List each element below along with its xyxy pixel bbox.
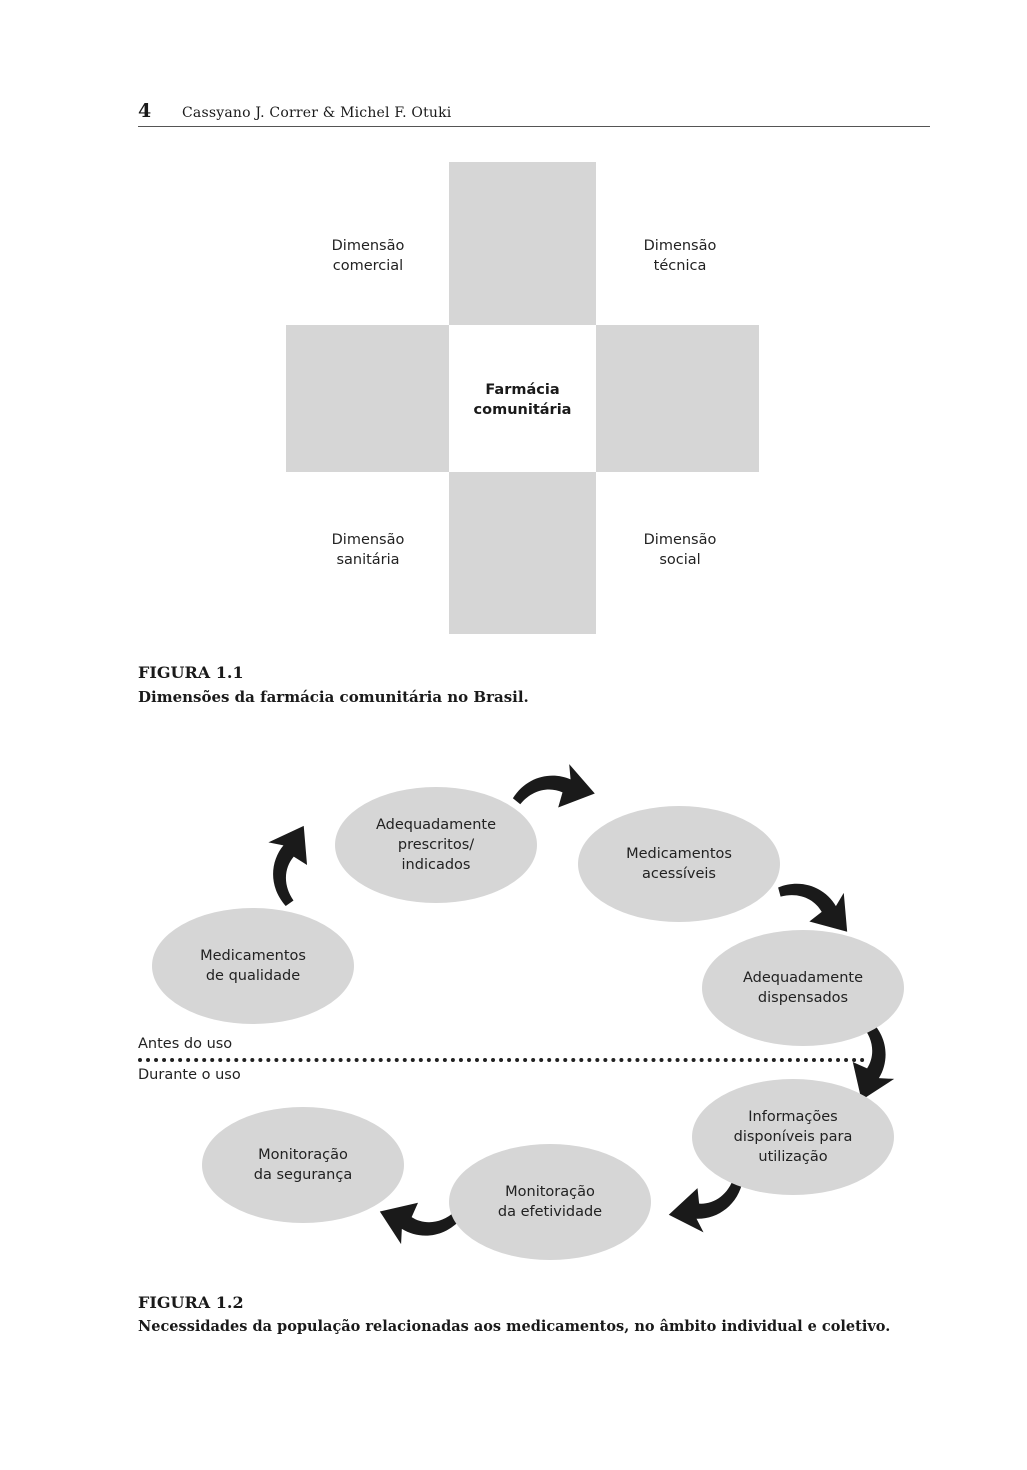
node-dispensed: Adequadamente dispensados <box>702 930 904 1046</box>
node-information: Informações disponíveis para utilização <box>692 1079 894 1195</box>
page-number: 4 <box>138 100 152 122</box>
node-effectiveness: Monitoração da efetividade <box>449 1144 651 1260</box>
dimension-sanitary-line1: Dimensão <box>331 532 405 548</box>
node-quality-line1: Medicamentos <box>200 948 306 964</box>
community-pharmacy-label: Farmácia comunitária <box>449 380 596 420</box>
before-use-label: Antes do uso <box>138 1036 233 1052</box>
figure-2-title: FIGURA 1.2 <box>138 1293 244 1312</box>
cross-left-block <box>286 325 449 472</box>
arrow-quality-to-prescribed <box>251 817 319 909</box>
cross-top-block <box>449 162 596 325</box>
node-safety-line2: da segurança <box>253 1167 353 1183</box>
during-use-label: Durante o uso <box>138 1067 241 1083</box>
dimension-sanitary-line2: sanitária <box>336 552 400 568</box>
dimension-commercial-line2: comercial <box>332 258 404 274</box>
node-accessible-line2: acessíveis <box>641 866 716 882</box>
figure-1-caption: Dimensões da farmácia comunitária no Bra… <box>138 688 529 706</box>
dimension-technical-line2: técnica <box>653 258 707 274</box>
node-prescribed: Adequadamente prescritos/indicados <box>335 787 537 903</box>
node-quality-line2: de qualidade <box>205 968 301 984</box>
dimension-commercial-label: Dimensão comercial <box>288 236 448 276</box>
dimension-social-label: Dimensão social <box>600 530 760 570</box>
node-prescribed-line2: prescritos/ <box>397 837 475 853</box>
node-dispensed-line2: dispensados <box>757 990 849 1006</box>
node-information-line1: Informações <box>748 1109 838 1125</box>
running-head: Cassyano J. Correr & Michel F. Otuki <box>182 105 452 121</box>
node-accessible: Medicamentos acessíveis <box>578 806 780 922</box>
dimension-sanitary-label: Dimensão sanitária <box>288 530 448 570</box>
node-dispensed-line1: Adequadamente <box>742 970 863 986</box>
arrow-prescribed-to-accessible <box>512 762 596 809</box>
figure-1-title: FIGURA 1.1 <box>138 663 244 682</box>
dimension-social-line2: social <box>659 552 701 568</box>
cross-bottom-block <box>449 472 596 634</box>
center-line1: Farmácia <box>485 382 560 398</box>
header-rule <box>138 126 930 127</box>
cross-right-block <box>596 325 759 472</box>
node-information-line2: disponíveis para <box>733 1129 853 1145</box>
dimension-technical-label: Dimensão técnica <box>600 236 760 276</box>
node-safety: Monitoração da segurança <box>202 1107 404 1223</box>
figure-2-caption: Necessidades da população relacionadas a… <box>138 1318 891 1335</box>
dimension-technical-line1: Dimensão <box>643 238 717 254</box>
node-prescribed-line3: indicados <box>401 857 471 873</box>
before-during-divider <box>138 1058 865 1062</box>
node-effectiveness-line2: da efetividade <box>497 1204 603 1220</box>
center-line2: comunitária <box>473 402 572 418</box>
node-information-line3: utilização <box>758 1149 828 1165</box>
dimension-social-line1: Dimensão <box>643 532 717 548</box>
node-effectiveness-line1: Monitoração <box>505 1184 595 1200</box>
node-quality: Medicamentos de qualidade <box>152 908 354 1024</box>
node-prescribed-line1: Adequadamente <box>375 817 496 833</box>
node-safety-line1: Monitoração <box>258 1147 348 1163</box>
dimension-commercial-line1: Dimensão <box>331 238 405 254</box>
node-accessible-line1: Medicamentos <box>626 846 732 862</box>
